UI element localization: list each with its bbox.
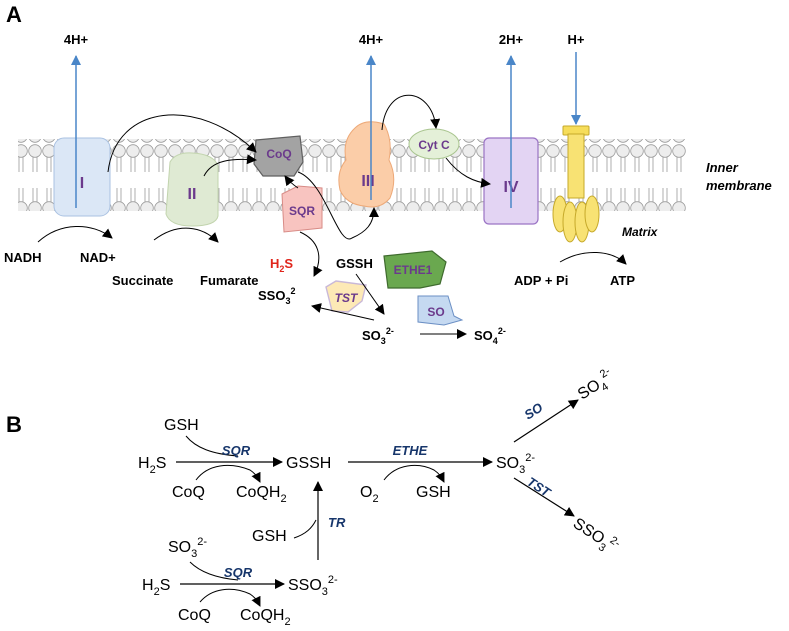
sqr-label-a: SQR <box>289 204 315 218</box>
so4-label-b: SO42- <box>573 365 619 407</box>
tst-label-b: TST <box>524 474 554 501</box>
h2s-label-b1: H2S <box>138 455 166 476</box>
arrow-cytc-to-iv <box>445 157 491 188</box>
arrow-so3-sso3 <box>311 303 375 321</box>
gssh-label-b: GSSH <box>286 455 331 472</box>
coq-label: CoQ <box>266 147 291 161</box>
so-node-a: SO <box>417 295 464 326</box>
sso3-label-b1: SSO32- <box>568 513 623 560</box>
tst-label-a: TST <box>335 291 359 305</box>
h2s-label-a: H2S <box>270 256 293 274</box>
atp-synthase <box>552 125 600 243</box>
inner-membrane-label-2: membrane <box>706 178 772 193</box>
coqh2-label-b1: CoQH2 <box>236 484 287 505</box>
coq-label-b1: CoQ <box>172 484 205 501</box>
complex-i-label: I <box>80 175 84 192</box>
gsh-label-b2: GSH <box>416 484 451 501</box>
atp-label: ATP <box>610 273 635 288</box>
complex-iii-label: III <box>361 173 374 190</box>
proton-label-i: 4H+ <box>64 32 89 47</box>
adp-pi-label: ADP + Pi <box>514 273 568 288</box>
arrow-i-to-coq <box>107 114 257 173</box>
complex-iii: III <box>338 121 395 208</box>
so4-label-a: SO42- <box>474 326 506 346</box>
panel-b-label: B <box>6 412 22 437</box>
sso3-label-a: SSO32 <box>258 286 296 306</box>
gssh-label-a: GSSH <box>336 256 373 271</box>
complex-i: I <box>53 137 111 217</box>
arrow-coq-coqh2-b1 <box>195 464 261 483</box>
so3-label-b: SO32- <box>496 452 535 476</box>
sso3-label-b2: SSO32- <box>288 574 338 598</box>
arrow-gsh-tr <box>293 519 317 539</box>
gsh-label-b3: GSH <box>252 528 287 545</box>
coq-label-b2: CoQ <box>178 607 211 624</box>
arrow-so3-sso3-b <box>513 477 575 517</box>
arrow-sqr-to-coq <box>284 175 299 189</box>
h2s-label-b2: H2S <box>142 577 170 598</box>
succinate-label: Succinate <box>112 273 173 288</box>
arrow-coq-to-iii <box>297 171 379 240</box>
proton-label-iii: 4H+ <box>359 32 384 47</box>
panel-a-label: A <box>6 2 22 27</box>
arrow-succinate <box>153 227 219 243</box>
sqr-label-b1: SQR <box>222 443 251 458</box>
proton-label-atp: H+ <box>568 32 585 47</box>
so3-label-a: SO32- <box>362 326 394 346</box>
nad-label: NAD+ <box>80 250 116 265</box>
complex-ii: II <box>165 152 219 227</box>
arrow-adp-atp <box>559 251 627 265</box>
arrow-iii-to-cytc <box>381 94 441 131</box>
arrow-nadh <box>37 226 113 243</box>
arrow-gssh-so3 <box>355 273 385 315</box>
cytc-label: Cyt C <box>418 138 450 152</box>
arrow-gsh-in-b1 <box>185 435 239 457</box>
o2-label-b: O2 <box>360 484 379 505</box>
fumarate-label: Fumarate <box>200 273 259 288</box>
so3-label-b2: SO32- <box>168 536 207 560</box>
gsh-label-b1: GSH <box>164 417 199 434</box>
proton-label-iv: 2H+ <box>499 32 524 47</box>
tst-node-a: TST <box>325 280 367 313</box>
so-label-b: SO <box>521 400 545 423</box>
inner-membrane-label-1: Inner <box>706 160 739 175</box>
nadh-label: NADH <box>4 250 42 265</box>
so-label-a: SO <box>427 305 444 319</box>
arrow-so3-so4-b <box>513 399 579 443</box>
arrow-h2s-sqr <box>299 231 323 277</box>
ethe1-label: ETHE1 <box>394 263 433 277</box>
arrow-coq-coqh2-b2 <box>199 588 261 607</box>
sqr-node: SQR <box>281 185 323 233</box>
coq-node: CoQ <box>253 135 304 177</box>
matrix-label: Matrix <box>622 225 659 239</box>
tr-label-b: TR <box>328 515 346 530</box>
ethe-label-b: ETHE <box>393 443 428 458</box>
arrow-o2-gsh-b <box>383 464 445 483</box>
coqh2-label-b2: CoQH2 <box>240 607 291 628</box>
complex-ii-label: II <box>188 186 197 203</box>
arrow-so3-in-b2 <box>189 561 239 581</box>
sqr-label-b2: SQR <box>224 565 253 580</box>
ethe1-node: ETHE1 <box>383 250 447 289</box>
arrow-ii-to-coq <box>203 154 257 177</box>
cytc-node: Cyt C <box>408 128 460 160</box>
